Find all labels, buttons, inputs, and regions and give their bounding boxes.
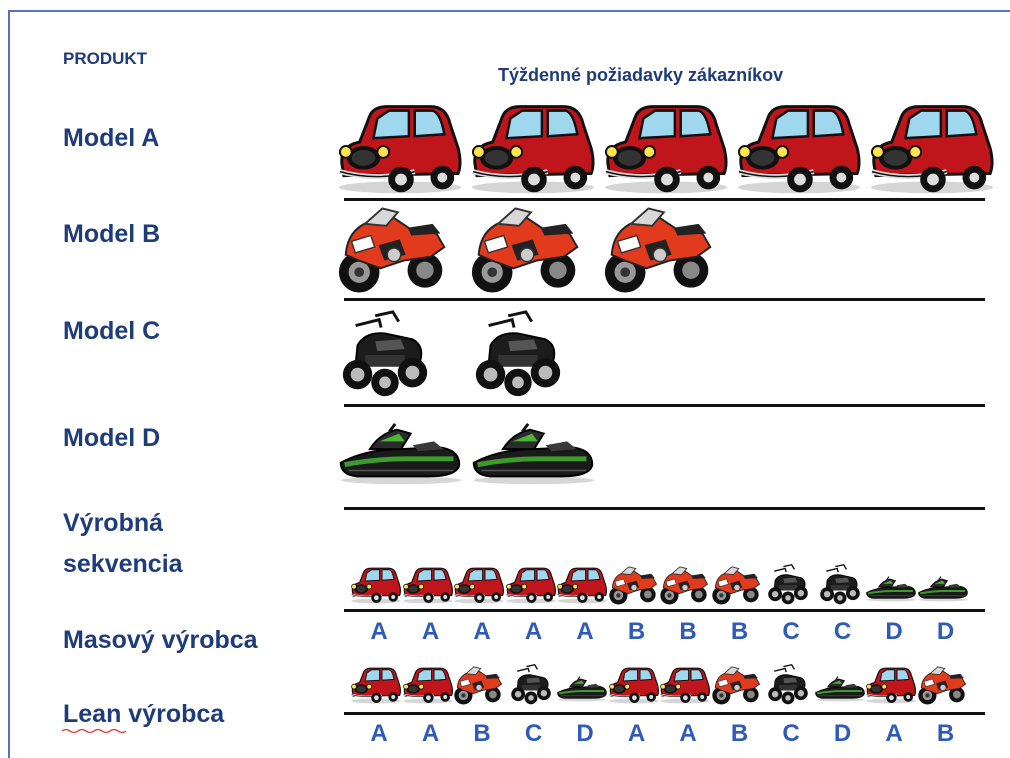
lean-sequence-letter: A — [679, 720, 697, 747]
car-icon — [453, 562, 505, 608]
model-c-baseline — [344, 404, 985, 407]
mass-sequence-letter: B — [679, 618, 697, 645]
lean-sequence-letter: B — [730, 720, 749, 747]
car-icon — [602, 98, 730, 198]
quad-icon — [336, 306, 434, 404]
lean-sequence-baseline — [344, 712, 985, 715]
lean-sequence-letter: D — [833, 720, 852, 747]
lean-sequence-letter: C — [782, 720, 800, 747]
car-icon — [735, 98, 863, 198]
motorbike-icon — [711, 562, 763, 608]
mass-sequence-baseline — [344, 609, 985, 612]
quad-icon — [469, 306, 567, 404]
jetski-icon — [556, 674, 608, 704]
mass-sequence-letter: A — [473, 618, 491, 645]
spellcheck-squiggle — [62, 728, 126, 734]
motorbike-icon — [917, 662, 969, 708]
quad-icon — [814, 562, 866, 608]
model-c-label: Model C — [63, 317, 161, 345]
left-border — [8, 10, 10, 758]
car-icon — [336, 98, 464, 198]
motorbike-icon — [659, 562, 711, 608]
car-icon — [608, 662, 660, 708]
model-a-baseline — [344, 198, 985, 201]
car-icon — [505, 562, 557, 608]
mass-sequence-letter: A — [524, 618, 543, 645]
diagram-title: Týždenné požiadavky zákazníkov — [498, 65, 784, 85]
lean-producer-label: Lean výrobca — [63, 700, 225, 728]
mass-sequence-letter: A — [576, 618, 594, 645]
jetski-icon — [865, 574, 917, 604]
quad-icon — [762, 662, 814, 708]
car-icon — [865, 662, 917, 708]
quad-icon — [762, 562, 814, 608]
quad-icon — [505, 662, 557, 708]
mass-sequence-letter: C — [833, 618, 852, 645]
jetski-icon — [336, 420, 464, 488]
mass-sequence-letter: D — [936, 618, 955, 645]
car-icon — [402, 662, 454, 708]
jetski-icon — [469, 420, 597, 488]
car-icon — [350, 662, 402, 708]
mass-sequence-letter: A — [421, 618, 440, 645]
mass-sequence-letter: B — [730, 618, 749, 645]
lean-sequence-letter: B — [936, 720, 955, 747]
lean-sequence-letter: B — [473, 720, 491, 747]
lean-sequence-letter: C — [524, 720, 543, 747]
motorbike-icon — [453, 662, 505, 708]
car-icon — [350, 562, 402, 608]
lean-sequence-letter: D — [576, 720, 594, 747]
mass-sequence-letter: C — [782, 618, 800, 645]
top-border — [8, 10, 1010, 12]
car-icon — [868, 98, 996, 198]
car-icon — [659, 662, 711, 708]
lean-sequence-letter: A — [885, 720, 903, 747]
car-icon — [402, 562, 454, 608]
motorbike-icon — [602, 200, 718, 298]
lean-sequence-letter: A — [421, 720, 440, 747]
mass-producer-label: Masový výrobca — [63, 626, 258, 654]
model-b-baseline — [344, 298, 985, 301]
model-d-label: Model D — [63, 424, 161, 452]
sequence-label-line1: Výrobná — [63, 509, 164, 537]
motorbike-icon — [711, 662, 763, 708]
model-b-label: Model B — [63, 220, 161, 248]
sequence-label-line2: sekvencia — [63, 550, 183, 578]
model-d-baseline — [344, 507, 985, 510]
motorbike-icon — [336, 200, 452, 298]
mass-sequence-letter: D — [885, 618, 903, 645]
model-a-label: Model A — [63, 124, 160, 152]
mass-sequence-letter: B — [627, 618, 646, 645]
motorbike-icon — [608, 562, 660, 608]
lean-sequence-letter: A — [370, 720, 388, 747]
mass-sequence-letter: A — [370, 618, 388, 645]
produkt-heading: PRODUKT — [63, 49, 148, 68]
motorbike-icon — [469, 200, 585, 298]
lean-sequence-letter: A — [627, 720, 646, 747]
jetski-icon — [917, 574, 969, 604]
jetski-icon — [814, 674, 866, 704]
car-icon — [556, 562, 608, 608]
car-icon — [469, 98, 597, 198]
